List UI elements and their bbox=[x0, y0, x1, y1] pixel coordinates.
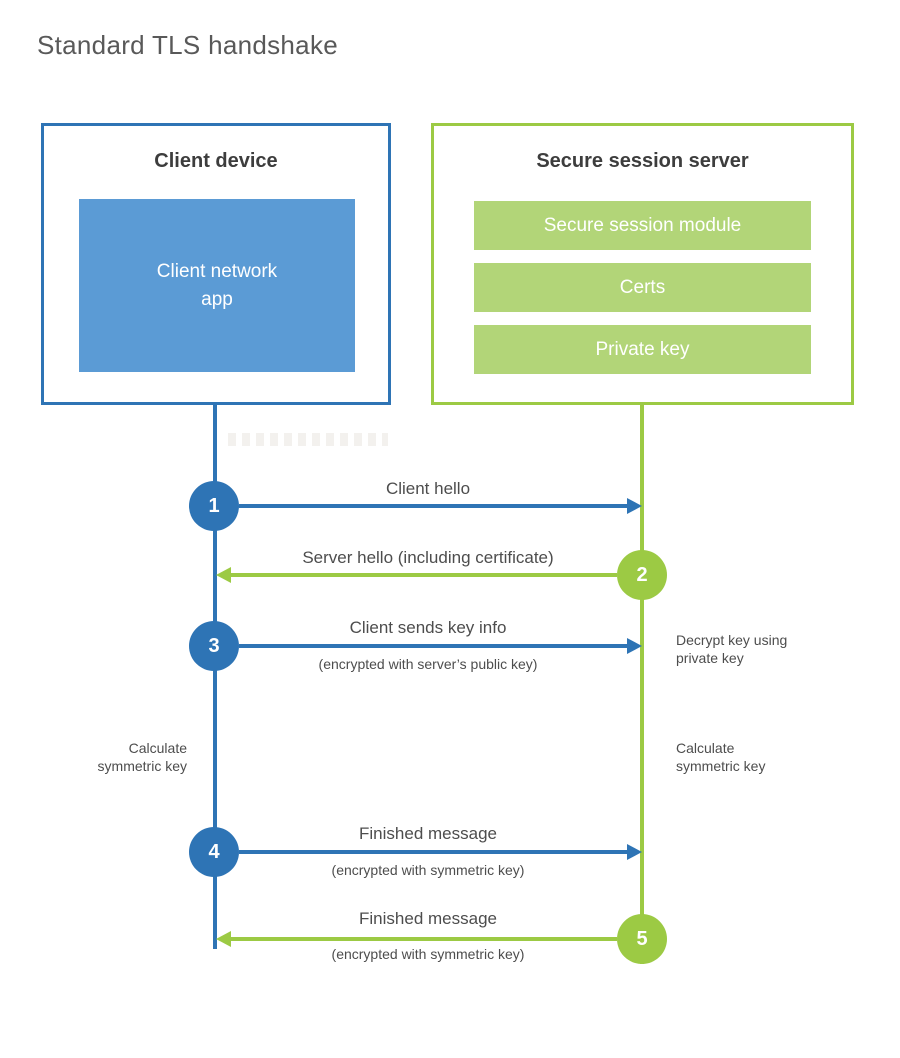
step-5-arrowhead bbox=[216, 931, 231, 947]
step-1-arrowhead bbox=[627, 498, 642, 514]
note-calc-symmetric-right: Calculate symmetric key bbox=[676, 740, 766, 774]
step-2-arrowhead bbox=[216, 567, 231, 583]
step-3-badge: 3 bbox=[189, 621, 239, 671]
client-lifeline bbox=[213, 403, 217, 949]
client-device-box: Client device Client network app bbox=[41, 123, 391, 405]
step-4-label: Finished message bbox=[359, 824, 497, 843]
note-calc-symmetric-left: Calculate symmetric key bbox=[97, 740, 187, 774]
step-4-arrowhead bbox=[627, 844, 642, 860]
step-1-badge: 1 bbox=[189, 481, 239, 531]
server-module-private-key: Private key bbox=[474, 325, 811, 374]
step-2-label: Server hello (including certificate) bbox=[302, 548, 554, 567]
client-network-app-box: Client network app bbox=[79, 199, 355, 372]
step-3-sublabel: (encrypted with server’s public key) bbox=[318, 656, 538, 672]
note-decrypt-key: Decrypt key using private key bbox=[676, 632, 788, 666]
step-2-badge: 2 bbox=[617, 550, 667, 600]
step-5-badge: 5 bbox=[617, 914, 667, 964]
server-box: Secure session server Secure session mod… bbox=[431, 123, 854, 405]
client-network-app-label: Client network app bbox=[156, 260, 278, 310]
server-lifeline bbox=[640, 403, 644, 964]
server-module-certs: Certs bbox=[474, 263, 811, 312]
server-title: Secure session server bbox=[536, 150, 749, 172]
step-5-arrow-line bbox=[231, 937, 617, 941]
step-3-arrow-line bbox=[239, 644, 629, 648]
step-2-arrow-line bbox=[231, 573, 617, 577]
step-3-arrowhead bbox=[627, 638, 642, 654]
page-title: Standard TLS handshake bbox=[37, 30, 339, 60]
step-5-sublabel: (encrypted with symmetric key) bbox=[331, 946, 525, 962]
faint-dashes-artifact bbox=[228, 433, 388, 446]
step-1-label: Client hello bbox=[385, 479, 471, 498]
step-4-arrow-line bbox=[239, 850, 629, 854]
step-3-label: Client sends key info bbox=[349, 618, 507, 637]
server-module-secure-session: Secure session module bbox=[474, 201, 811, 250]
step-4-sublabel: (encrypted with symmetric key) bbox=[331, 862, 525, 878]
client-device-title: Client device bbox=[154, 150, 278, 172]
step-5-label: Finished message bbox=[359, 909, 497, 928]
step-1-arrow-line bbox=[239, 504, 629, 508]
step-4-badge: 4 bbox=[189, 827, 239, 877]
